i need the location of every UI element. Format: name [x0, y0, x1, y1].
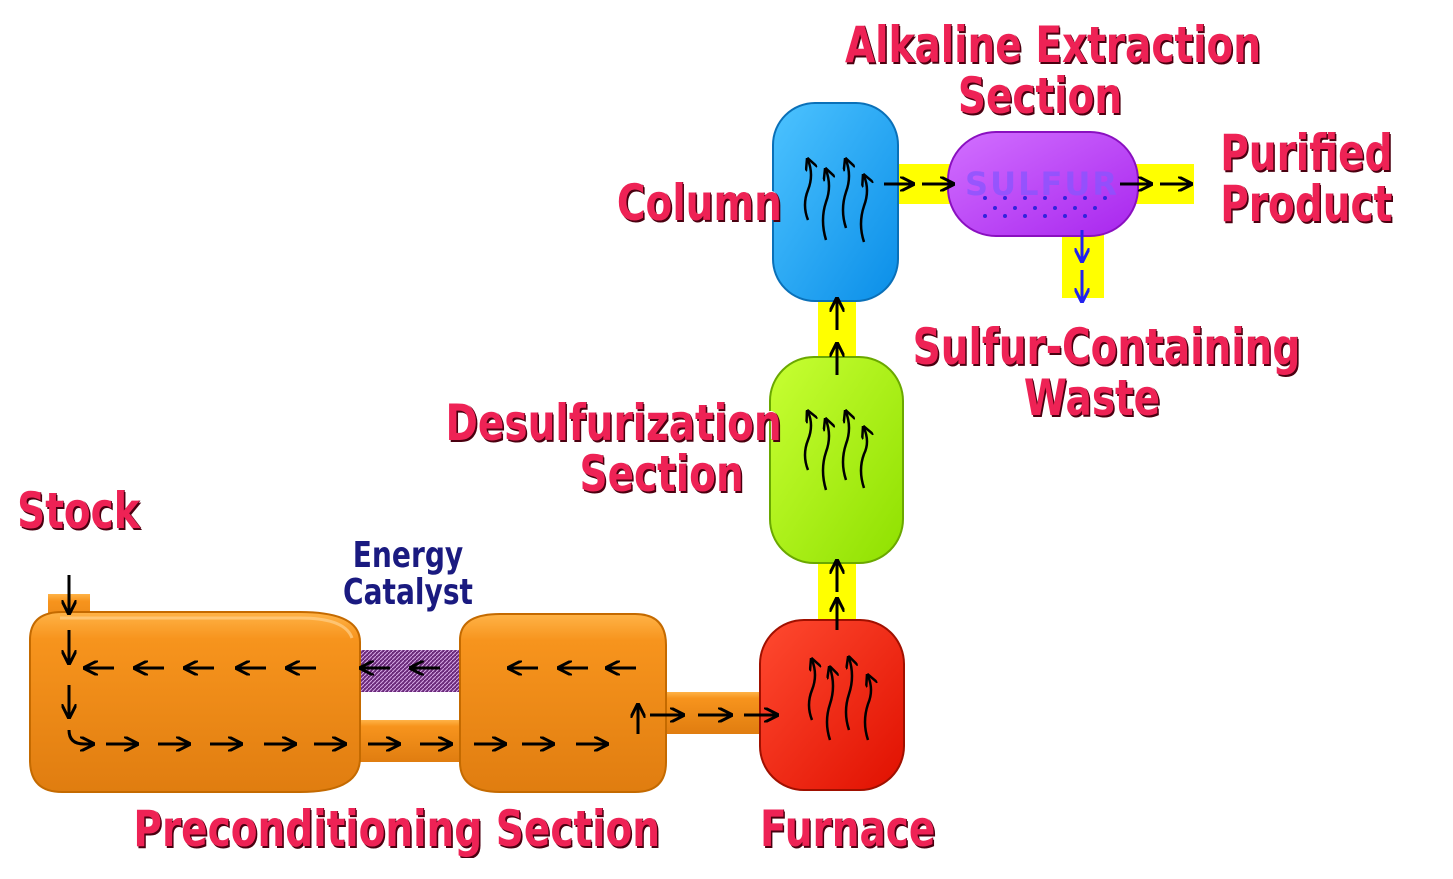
- waste-line1: Sulfur-Containing: [912, 318, 1301, 376]
- preconditioning-label-text: Preconditioning Section: [133, 800, 661, 858]
- stock-label: Stock: [17, 482, 140, 540]
- precond-tank-left: [29, 611, 361, 793]
- waste-label: Sulfur-Containing Waste: [912, 318, 1301, 427]
- furnace-label-text: Furnace: [760, 800, 936, 858]
- catalyst-band: [350, 650, 462, 692]
- energy-catalyst-label: Energy Catalyst: [338, 535, 478, 613]
- flow-arrows: [69, 184, 1190, 744]
- alkaline-line1: Alkaline Extraction: [845, 16, 1262, 74]
- sulfur-particles: [983, 196, 1107, 218]
- desulfurization-label: Desulfurization Section: [445, 394, 782, 503]
- energy-catalyst-line1: Energy: [352, 535, 464, 576]
- alkaline-line2: Section: [957, 67, 1123, 125]
- arrow-turn: [67, 729, 92, 744]
- column-label-text: Column: [616, 174, 782, 232]
- energy-catalyst-line2: Catalyst: [342, 571, 473, 613]
- pipe-precond-to-furnace: [660, 692, 770, 734]
- precond-tank-highlight: [60, 616, 354, 639]
- desulfurization-vessel: [769, 356, 904, 564]
- desulfurization-line2: Section: [579, 445, 744, 503]
- wavy-arrows: [803, 160, 871, 741]
- pipe-precond-lower: [350, 720, 470, 762]
- column-vessel: [772, 102, 899, 302]
- furnace-vessel: [759, 619, 905, 791]
- column-label: Column: [616, 174, 782, 232]
- precond-tank-right: [459, 613, 667, 793]
- purified-product-label: Purified Product: [1220, 124, 1393, 233]
- desulfurization-line1: Desulfurization: [445, 394, 782, 452]
- sulfur-tag: SULFUR: [965, 165, 1119, 203]
- purified-line2: Product: [1220, 175, 1393, 233]
- alkaline-label: Alkaline Extraction Section: [845, 16, 1262, 125]
- furnace-label: Furnace: [760, 800, 936, 858]
- purified-line1: Purified: [1220, 124, 1393, 182]
- stock-label-text: Stock: [17, 482, 140, 540]
- preconditioning-label: Preconditioning Section: [133, 800, 661, 858]
- waste-line2: Waste: [1023, 369, 1161, 427]
- preconditioning-section: [29, 611, 667, 793]
